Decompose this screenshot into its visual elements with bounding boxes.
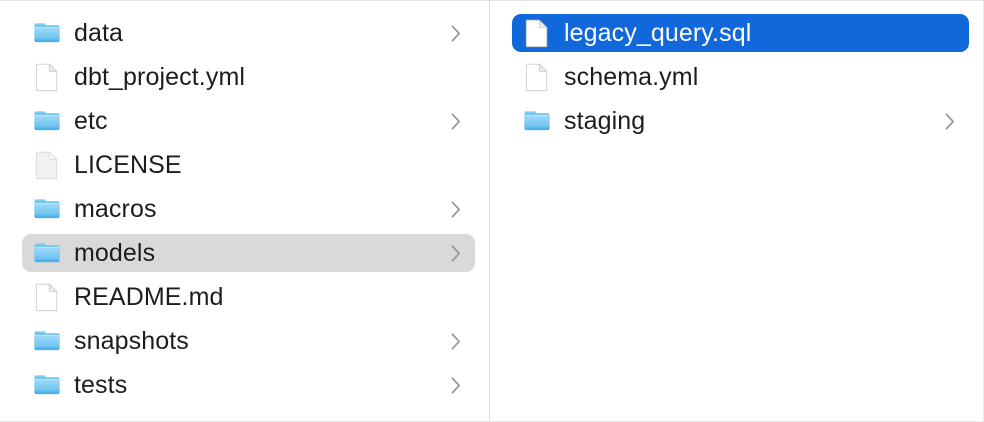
finder-item-content: schema.yml [512,58,969,96]
finder-item-row[interactable]: tests [0,363,489,407]
finder-item-row[interactable]: snapshots [0,319,489,363]
folder-icon [34,238,60,268]
document-icon [34,62,60,92]
finder-item-content: macros [22,190,475,228]
finder-item-label: snapshots [74,327,189,355]
folder-icon [34,326,60,356]
generic-document-icon [34,150,60,180]
finder-item-row[interactable]: etc [0,99,489,143]
finder-item-row[interactable]: macros [0,187,489,231]
folder-icon [34,106,60,136]
finder-item-label: schema.yml [564,63,699,91]
document-icon [524,62,550,92]
finder-item-label: macros [74,195,157,223]
chevron-right-icon[interactable] [943,110,957,132]
finder-item-content: data [22,14,475,52]
finder-item-content: LICENSE [22,146,475,184]
chevron-right-icon[interactable] [449,374,463,396]
finder-item-label: data [74,19,124,47]
finder-item-label: LICENSE [74,151,182,179]
finder-item-content: snapshots [22,322,475,360]
chevron-right-icon[interactable] [449,330,463,352]
finder-item-content: dbt_project.yml [22,58,475,96]
finder-item-row[interactable]: README.md [0,275,489,319]
finder-item-content: etc [22,102,475,140]
finder-item-label: tests [74,371,128,399]
finder-item-content: README.md [22,278,475,316]
finder-item-label: README.md [74,283,224,311]
finder-item-label: etc [74,107,108,135]
finder-item-label: legacy_query.sql [564,19,752,47]
chevron-right-icon[interactable] [449,242,463,264]
finder-item-row[interactable]: legacy_query.sql [490,11,983,55]
finder-item-content: legacy_query.sql [512,14,969,52]
finder-item-content: staging [512,102,969,140]
chevron-right-icon[interactable] [449,198,463,220]
finder-column-models[interactable]: legacy_query.sql schema.yml [490,1,983,421]
folder-icon [524,106,550,136]
finder-item-label: staging [564,107,646,135]
finder-item-row[interactable]: data [0,11,489,55]
finder-item-row[interactable]: dbt_project.yml [0,55,489,99]
document-icon [34,282,60,312]
finder-item-content: tests [22,366,475,404]
chevron-right-icon[interactable] [449,110,463,132]
finder-item-content: models [22,234,475,272]
chevron-right-icon[interactable] [449,22,463,44]
finder-column-project-root[interactable]: data dbt_project.yml [0,1,490,421]
finder-item-row[interactable]: staging [490,99,983,143]
finder-item-label: dbt_project.yml [74,63,246,91]
folder-icon [34,18,60,48]
finder-item-label: models [74,239,156,267]
finder-item-row[interactable]: models [0,231,489,275]
finder-item-row[interactable]: LICENSE [0,143,489,187]
document-icon [524,18,550,48]
finder-item-row[interactable]: schema.yml [490,55,983,99]
folder-icon [34,370,60,400]
folder-icon [34,194,60,224]
